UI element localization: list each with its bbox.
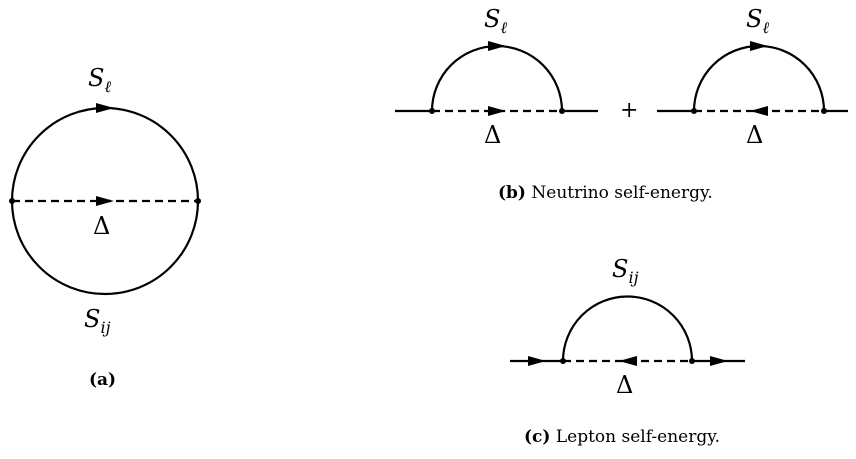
panel-b-caption: (b) Neutrino self-energy. — [498, 183, 713, 203]
panel-a-top-label-sub: ℓ — [104, 77, 112, 96]
panel-c-vertex-2 — [689, 358, 695, 364]
panel-c-caption-tag: (c) — [524, 427, 551, 447]
panel-c-diagram — [510, 295, 745, 366]
panel-c-fermion-arc — [561, 295, 694, 362]
panel-b-caption-text: Neutrino self-energy. — [531, 183, 713, 203]
panel-b-right-scalar-arrow-icon — [750, 106, 768, 116]
panel-b-left-top-label-sub: ℓ — [500, 18, 508, 37]
panel-b-plus-sign: + — [620, 98, 639, 123]
panel-b-right-fermion-arc — [692, 44, 826, 112]
panel-a-bottom-label: Sij — [84, 305, 111, 336]
panel-a-right-vertex — [195, 198, 201, 204]
panel-b-left-top-label-main: S — [484, 5, 501, 33]
panel-c-caption: (c) Lepton self-energy. — [524, 427, 720, 447]
panel-a-caption-tag: (a) — [89, 370, 117, 390]
panel-b-left-top-label: Sℓ — [484, 5, 507, 36]
panel-c-left-arrow-icon — [528, 356, 546, 366]
panel-b-right-top-label: Sℓ — [746, 5, 769, 36]
panel-a-top-arrow-icon — [96, 103, 114, 113]
panel-b-left-fermion-arc — [430, 44, 564, 112]
panel-b-right-top-label-sub: ℓ — [762, 18, 770, 37]
panel-b-left-delta-label: Δ — [484, 121, 502, 149]
panel-a-top-label-main: S — [88, 64, 105, 92]
panel-a-diagram — [9, 103, 201, 296]
panel-b-right-diagram — [657, 41, 848, 116]
panel-a-top-label: Sℓ — [88, 64, 111, 95]
panel-a-caption: (a) — [89, 370, 116, 390]
panel-b-left-vertex-1 — [429, 108, 435, 114]
panel-c-top-label-main: S — [612, 255, 629, 283]
panel-b-left-top-arrow-icon — [488, 41, 506, 51]
panel-b-left-vertex-2 — [559, 108, 565, 114]
panel-b-caption-tag: (b) — [498, 183, 526, 203]
panel-c-scalar-arrow-icon — [619, 356, 637, 366]
panel-a-left-vertex — [9, 198, 15, 204]
panel-b-right-top-arrow-icon — [750, 41, 768, 51]
panel-b-left-diagram — [395, 41, 598, 116]
panel-c-caption-text: Lepton self-energy. — [555, 427, 720, 447]
panel-b-left-scalar-arrow-icon — [488, 106, 506, 116]
panel-a-bottom-label-main: S — [84, 305, 101, 333]
panel-a-delta-label: Δ — [93, 212, 111, 240]
panel-a-middle-arrow-icon — [96, 196, 114, 206]
panel-b-right-vertex-2 — [821, 108, 827, 114]
panel-b-right-delta-label: Δ — [746, 121, 764, 149]
panel-b-right-vertex-1 — [691, 108, 697, 114]
panel-c-top-label: Sij — [612, 255, 639, 286]
panel-c-top-label-sub: ij — [628, 268, 639, 287]
panel-a-bottom-label-sub: ij — [100, 318, 111, 337]
panel-c-right-arrow-icon — [710, 356, 728, 366]
panel-b-right-top-label-main: S — [746, 5, 763, 33]
panel-c-vertex-1 — [560, 358, 566, 364]
panel-c-delta-label: Δ — [616, 371, 634, 399]
